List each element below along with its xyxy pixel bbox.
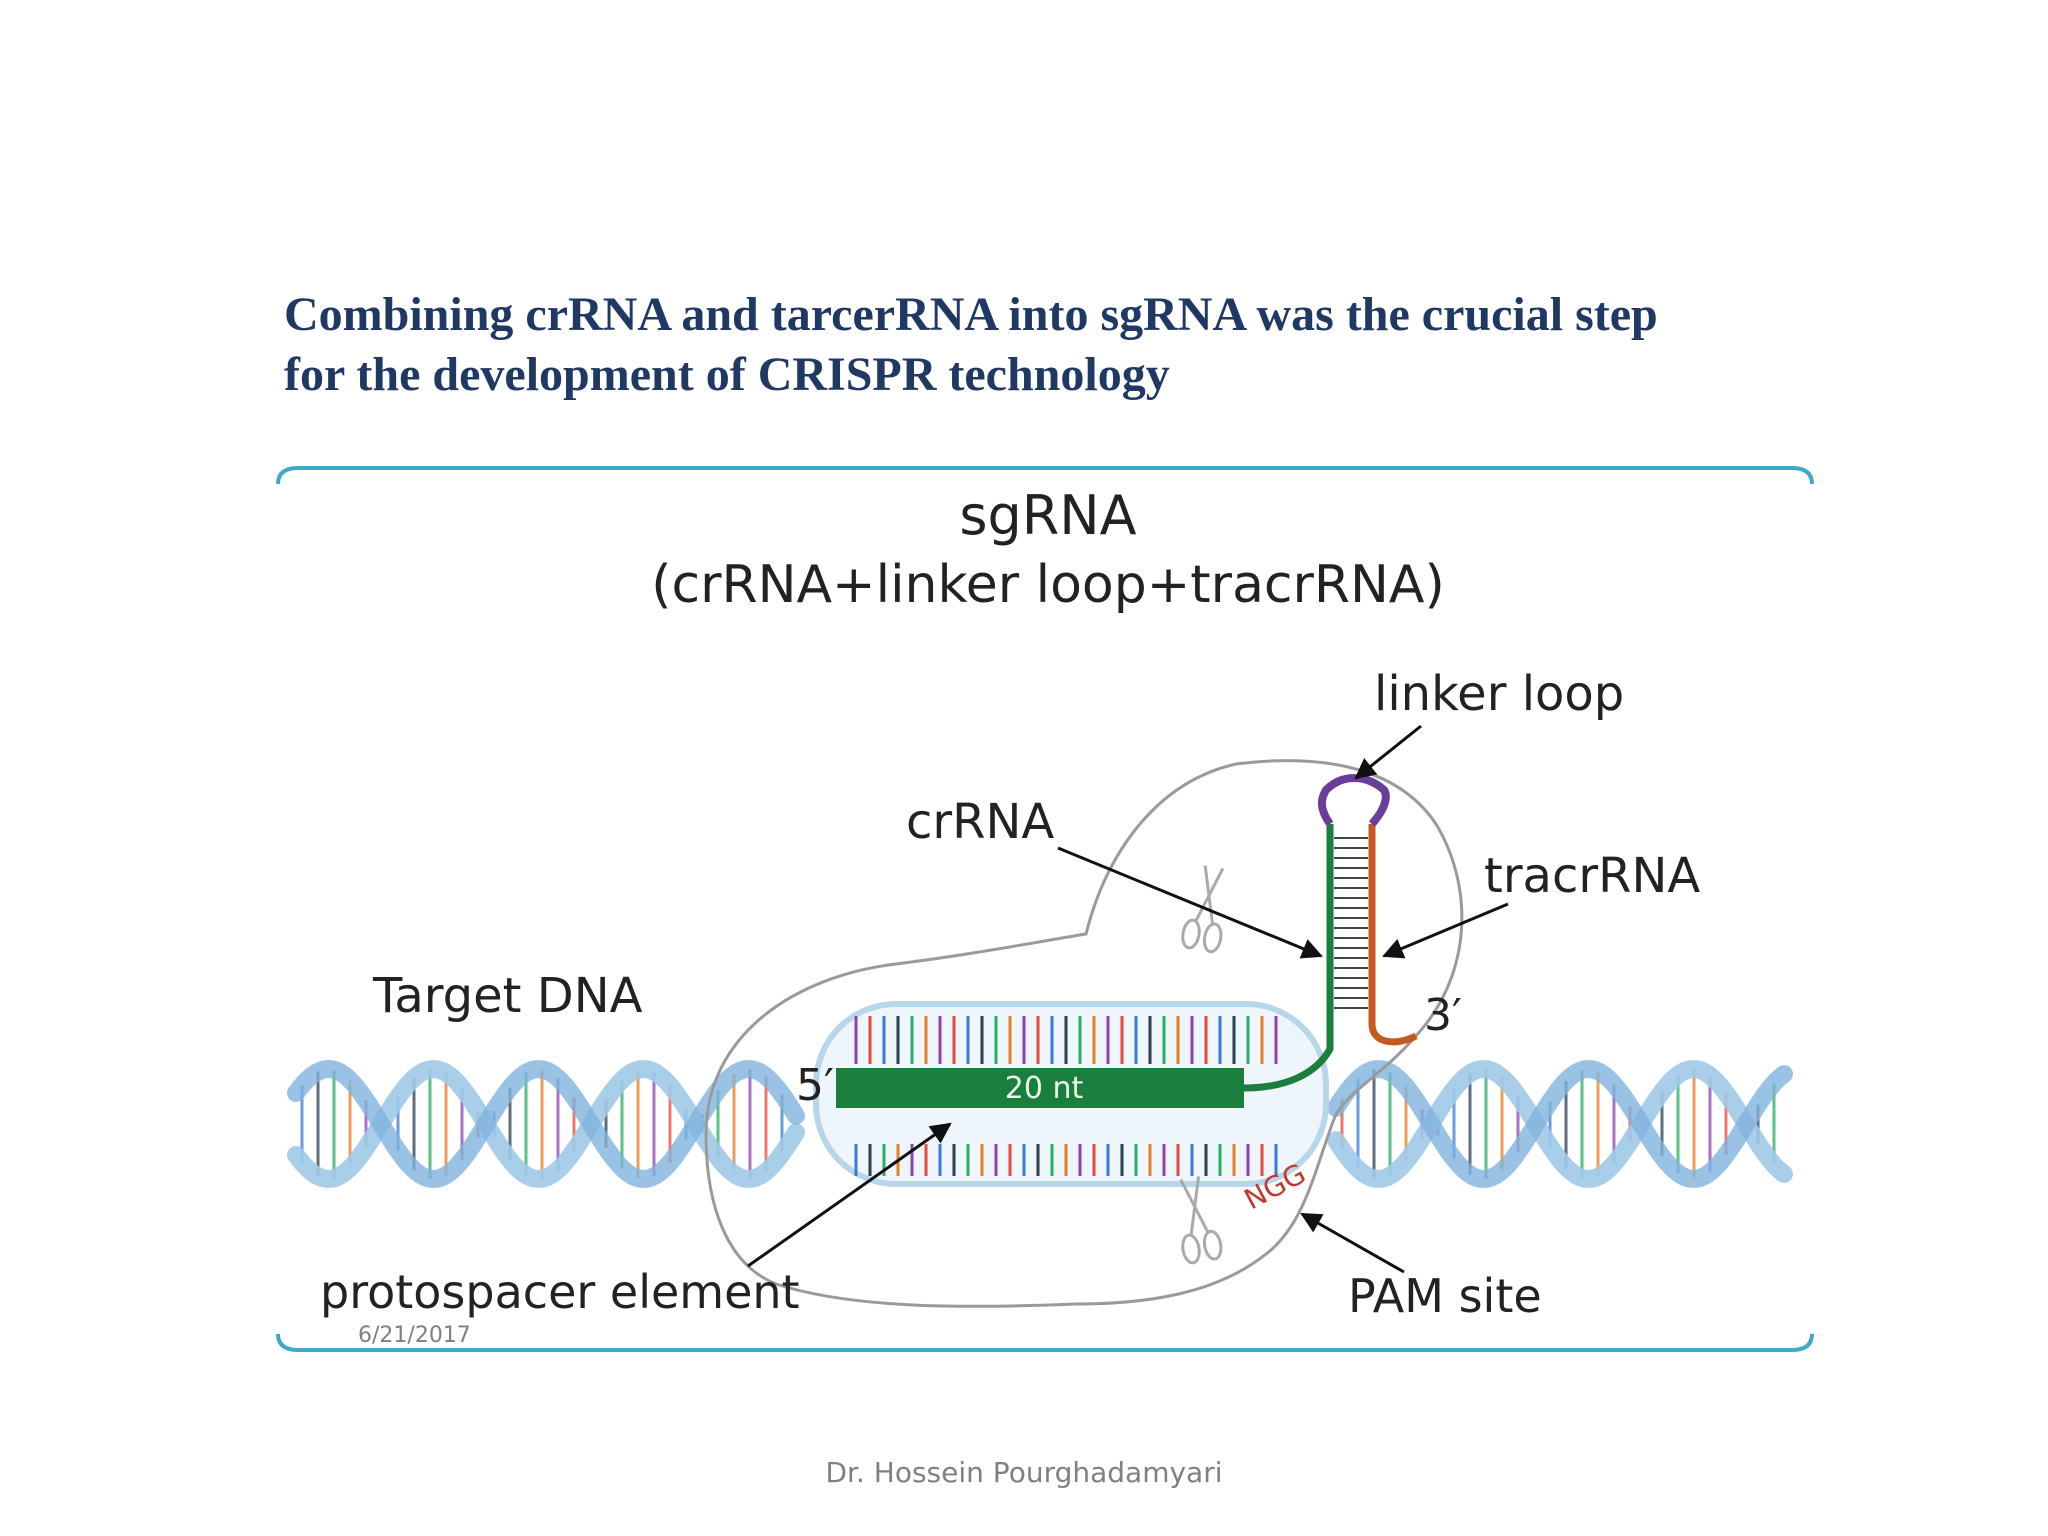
label-protospacer: protospacer element bbox=[320, 1265, 800, 1319]
label-tracrrna: tracrRNA bbox=[1484, 848, 1700, 904]
guide-20nt-bar bbox=[836, 1068, 1244, 1108]
slide-footer-author: Dr. Hossein Pourghadamyari bbox=[825, 1456, 1223, 1489]
crrna-strand bbox=[1243, 824, 1334, 1092]
sgrna-diagram: 20 nt sgRNA (crRNA+linker loop+tracrRNA)… bbox=[276, 464, 1816, 1360]
arrow-tracrrna bbox=[1382, 902, 1509, 959]
diagram-subheading: (crRNA+linker loop+tracrRNA) bbox=[651, 555, 1445, 615]
label-linker-loop: linker loop bbox=[1374, 666, 1624, 722]
sgrna-diagram-svg: 20 nt sgRNA (crRNA+linker loop+tracrRNA)… bbox=[276, 466, 1814, 1352]
hairpin-base-pairs bbox=[1334, 837, 1368, 1009]
arrow-pam-site bbox=[1300, 1212, 1405, 1274]
title-line-2: for the development of CRISPR technology bbox=[284, 348, 1170, 401]
arrow-protospacer bbox=[747, 1122, 952, 1268]
arrow-linker-loop bbox=[1354, 724, 1422, 780]
label-crrna: crRNA bbox=[906, 794, 1054, 850]
linker-loop-shape bbox=[1318, 774, 1390, 827]
slide-date: 6/21/2017 bbox=[358, 1323, 471, 1348]
scissors-icon bbox=[1181, 865, 1225, 954]
diagram-heading: sgRNA bbox=[959, 484, 1136, 547]
cas9-outline bbox=[704, 759, 1464, 1308]
title-line-1: Combining crRNA and tarcerRNA into sgRNA… bbox=[284, 288, 1658, 341]
dna-helix bbox=[287, 1059, 1793, 1189]
label-three-prime: 3′ bbox=[1424, 990, 1462, 1041]
label-target-dna: Target DNA bbox=[372, 968, 643, 1024]
label-five-prime: 5′ bbox=[796, 1060, 834, 1111]
label-pam-site: PAM site bbox=[1348, 1269, 1542, 1323]
frame-top-edge bbox=[276, 466, 1814, 485]
slide-title: Combining crRNA and tarcerRNA into sgRNA… bbox=[284, 285, 1824, 405]
tracrrna-strand bbox=[1368, 824, 1418, 1046]
frame-bottom-edge bbox=[276, 1333, 1814, 1352]
label-20-nt: 20 nt bbox=[1005, 1071, 1084, 1106]
scissors-icon bbox=[1179, 1176, 1223, 1265]
arrow-crrna bbox=[1057, 846, 1323, 959]
